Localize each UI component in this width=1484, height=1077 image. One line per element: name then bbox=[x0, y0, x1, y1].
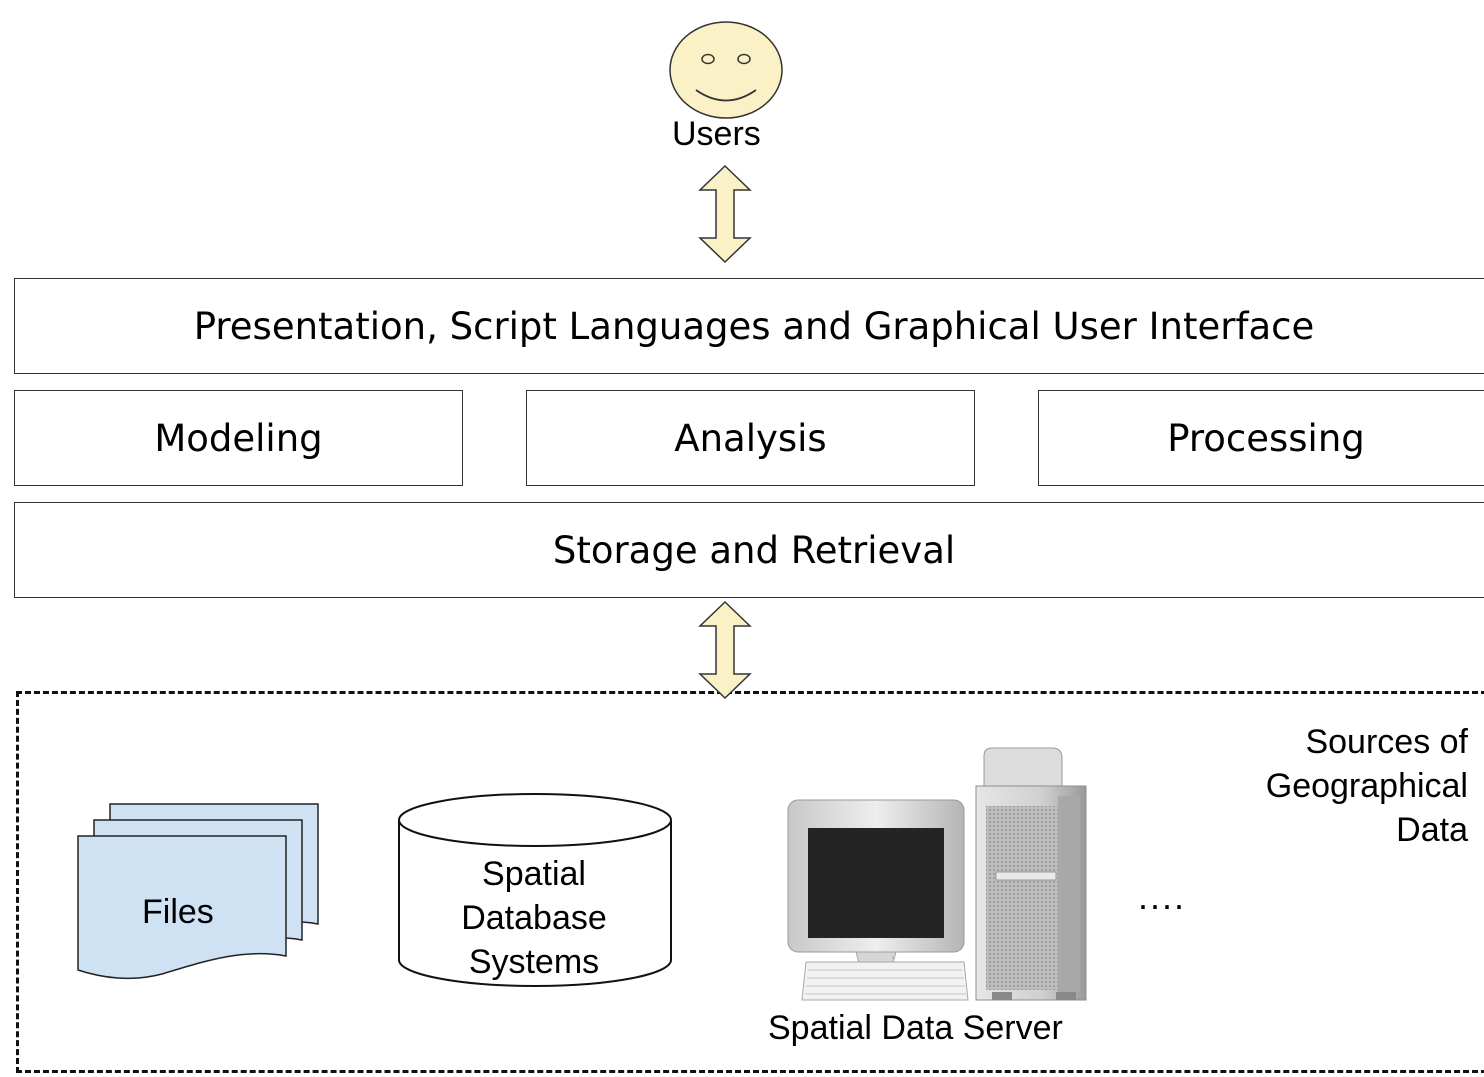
face-circle bbox=[669, 21, 783, 119]
analysis-label: Analysis bbox=[674, 416, 827, 460]
users-face-icon bbox=[669, 21, 783, 119]
database-cylinder-icon bbox=[398, 793, 672, 987]
modeling-label: Modeling bbox=[154, 416, 323, 460]
users-label: Users bbox=[672, 115, 761, 153]
stacked-documents-icon bbox=[77, 803, 319, 980]
processing-label: Processing bbox=[1167, 416, 1365, 460]
processing-box: Processing bbox=[1038, 390, 1484, 486]
modeling-box: Modeling bbox=[14, 390, 463, 486]
files-label: Files bbox=[142, 893, 214, 931]
sources-title: Sources of Geographical Data bbox=[1265, 723, 1468, 849]
storage-retrieval-box: Storage and Retrieval bbox=[14, 502, 1484, 598]
sources-frame bbox=[16, 691, 1484, 1073]
presentation-layer-label: Presentation, Script Languages and Graph… bbox=[193, 304, 1315, 348]
right-eye bbox=[737, 53, 751, 65]
analysis-box: Analysis bbox=[526, 390, 975, 486]
more-sources-ellipsis: .... bbox=[1138, 876, 1187, 917]
double-headed-arrow-icon bbox=[698, 164, 752, 264]
storage-retrieval-label: Storage and Retrieval bbox=[552, 528, 956, 572]
double-headed-arrow-icon bbox=[698, 600, 752, 700]
smile bbox=[695, 89, 757, 102]
server-label: Spatial Data Server bbox=[768, 1009, 1063, 1047]
left-eye bbox=[701, 53, 715, 65]
presentation-layer-box: Presentation, Script Languages and Graph… bbox=[14, 278, 1484, 374]
computer-workstation-icon bbox=[787, 747, 1087, 1001]
database-label: Spatial Database Systems bbox=[461, 855, 607, 981]
